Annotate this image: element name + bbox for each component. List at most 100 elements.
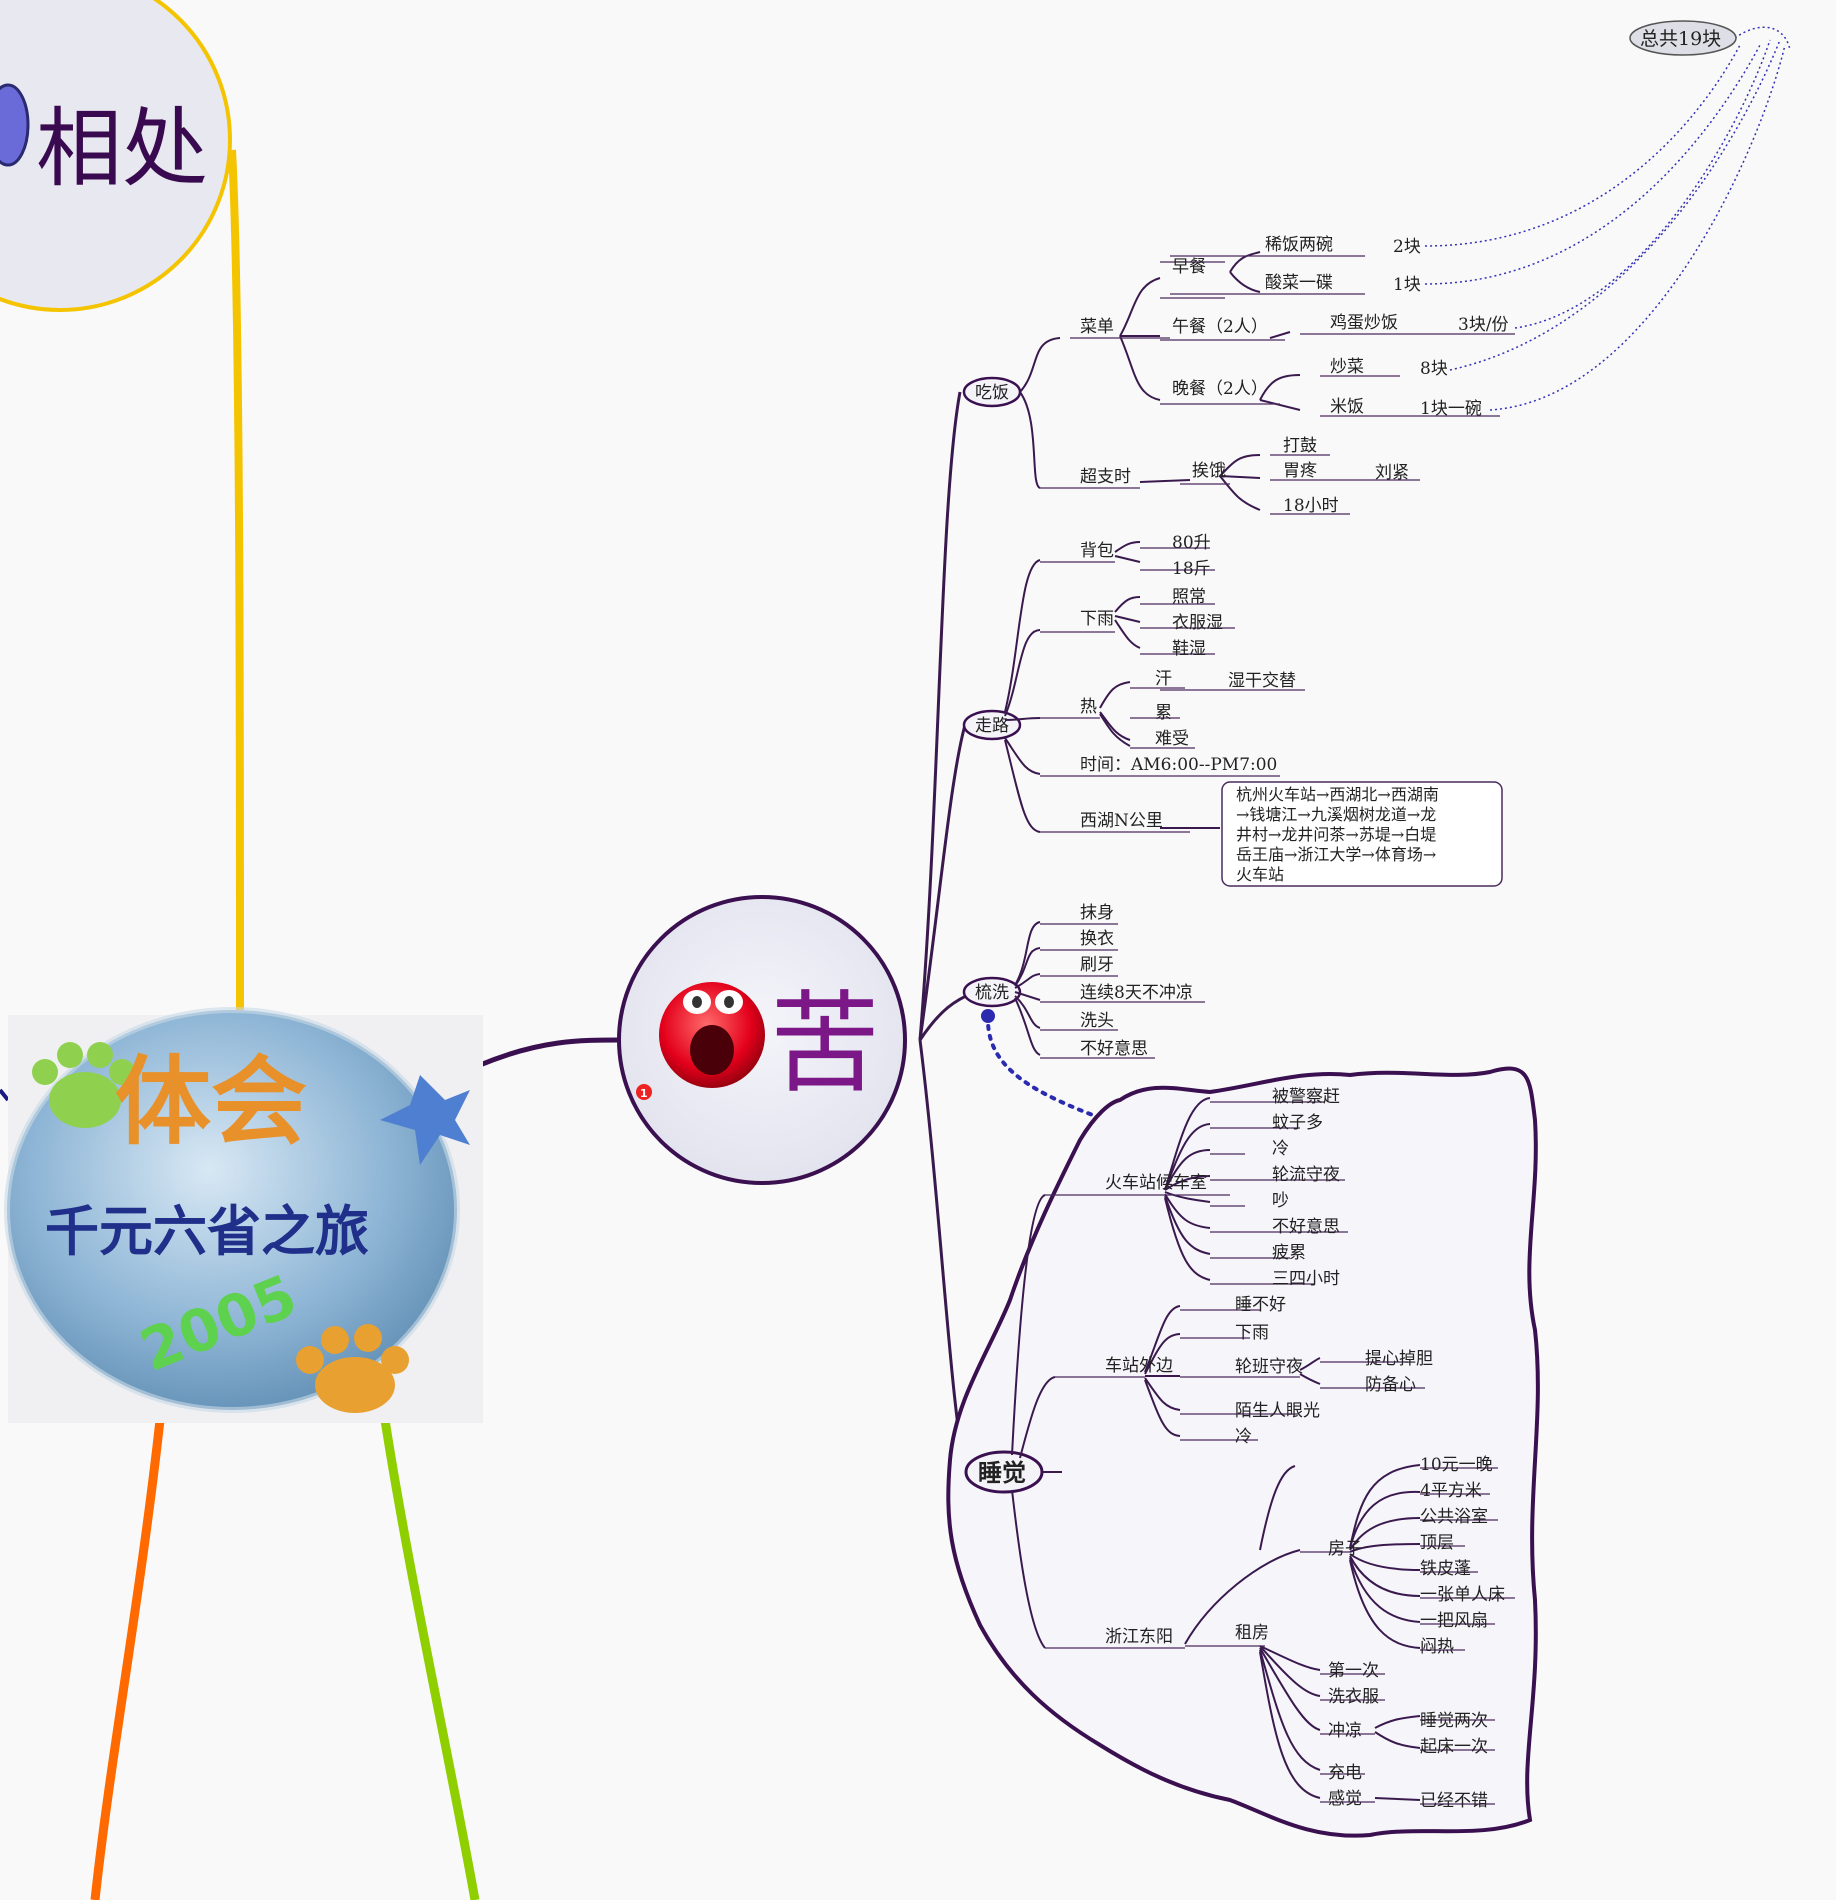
fangzi-item-2[interactable]: 4平方米 (1420, 1481, 1482, 1501)
category-zoulu-label: 走路 (975, 716, 1009, 736)
node-re[interactable]: 热 (1080, 697, 1097, 717)
node-liujin[interactable]: 刘紧 (1375, 463, 1409, 483)
route-line-1: 杭州火车站→西湖北→西湖南 (1236, 785, 1439, 804)
xiangchu-figure-icon (0, 83, 30, 167)
shuxi-item-1[interactable]: 抹身 (1080, 903, 1114, 923)
houche-item-3[interactable]: 冷 (1272, 1139, 1289, 1159)
node-yifushi[interactable]: 衣服湿 (1172, 613, 1223, 633)
node-chongdian[interactable]: 充电 (1328, 1763, 1362, 1783)
node-houche[interactable]: 火车站候车室 (1105, 1173, 1207, 1193)
node-sheng80[interactable]: 80升 (1172, 533, 1211, 553)
node-zaocan[interactable]: 早餐 (1172, 257, 1206, 277)
node-jidan[interactable]: 鸡蛋炒饭 (1330, 313, 1398, 333)
route-note-box[interactable]: 杭州火车站→西湖北→西湖南 →钱塘江→九溪烟树龙道→龙 井村→龙井问茶→苏堤→白… (1221, 781, 1503, 887)
node-mifan[interactable]: 米饭 (1330, 397, 1364, 417)
node-caidan[interactable]: 菜单 (1080, 317, 1114, 337)
total-node[interactable]: 总共19块 (1629, 20, 1737, 56)
fangzi-item-5[interactable]: 铁皮蓬 (1420, 1559, 1471, 1579)
shout-face-icon (659, 982, 765, 1088)
node-xihu[interactable]: 西湖N公里 (1080, 811, 1163, 831)
houche-item-6[interactable]: 不好意思 (1272, 1217, 1340, 1237)
node-lei[interactable]: 累 (1155, 703, 1172, 723)
category-shuxi[interactable]: 梳洗 (962, 976, 1022, 1008)
node-suancai[interactable]: 酸菜一碟 (1265, 273, 1333, 293)
node-chongliang[interactable]: 冲凉 (1328, 1721, 1362, 1741)
node-wucan[interactable]: 午餐（2人） (1172, 317, 1268, 337)
orange-paw-icon (296, 1324, 409, 1413)
houche-item-7[interactable]: 疲累 (1272, 1243, 1306, 1263)
logo-image: 体会 千元六省之旅 2005 (4, 1007, 483, 1423)
category-zoulu[interactable]: 走路 (962, 709, 1022, 741)
node-chaozhi[interactable]: 超支时 (1080, 467, 1131, 487)
node-dagu[interactable]: 打鼓 (1283, 436, 1317, 456)
shuxi-item-6[interactable]: 不好意思 (1080, 1039, 1148, 1059)
category-shuxi-label: 梳洗 (975, 983, 1009, 1003)
node-ganjue[interactable]: 感觉 (1328, 1789, 1362, 1809)
fangzi-item-4[interactable]: 顶层 (1420, 1533, 1454, 1553)
node-suancai-price[interactable]: 1块 (1393, 275, 1421, 295)
sleep-cloud-boundary (946, 1066, 1540, 1838)
node-chaocai[interactable]: 炒菜 (1330, 357, 1364, 377)
fangzi-item-8[interactable]: 闷热 (1420, 1637, 1454, 1657)
fangzi-item-6[interactable]: 一张单人床 (1420, 1585, 1505, 1605)
node-shigan[interactable]: 湿干交替 (1228, 671, 1296, 691)
node-mifan-price[interactable]: 1块一碗 (1420, 399, 1482, 419)
priority-badge (636, 1084, 652, 1100)
fangzi-item-3[interactable]: 公共浴室 (1420, 1507, 1488, 1527)
node-zufang[interactable]: 租房 (1235, 1623, 1269, 1643)
xiangchu-node[interactable] (0, 0, 232, 312)
green-paw-icon (32, 1042, 135, 1128)
houche-item-1[interactable]: 被警察赶 (1272, 1087, 1340, 1107)
node-xiayu-sleep[interactable]: 下雨 (1235, 1323, 1269, 1343)
shuxi-item-2[interactable]: 换衣 (1080, 929, 1114, 949)
node-waibian[interactable]: 车站外边 (1105, 1356, 1173, 1376)
node-qi1[interactable]: 起床一次 (1420, 1737, 1488, 1757)
node-han[interactable]: 汗 (1155, 669, 1172, 689)
houche-item-2[interactable]: 蚊子多 (1272, 1113, 1323, 1133)
node-tixin[interactable]: 提心掉胆 (1365, 1349, 1433, 1369)
priority-badge-number: 1 (640, 1087, 648, 1100)
node-jidan-price[interactable]: 3块/份 (1458, 315, 1509, 335)
shuxi-item-3[interactable]: 刷牙 (1080, 955, 1114, 975)
route-line-2: →钱塘江→九溪烟树龙道→龙 (1236, 805, 1436, 824)
orange-branch (90, 1419, 165, 1900)
node-zhaochang[interactable]: 照常 (1172, 587, 1206, 607)
node-wancan[interactable]: 晚餐（2人） (1172, 379, 1268, 399)
node-beibao[interactable]: 背包 (1080, 541, 1114, 561)
shuxi-item-4[interactable]: 连续8天不冲凉 (1080, 983, 1193, 1003)
node-xiayu[interactable]: 下雨 (1080, 609, 1114, 629)
logo-title: 体会 (115, 1046, 307, 1158)
node-xifan[interactable]: 稀饭两碗 (1265, 235, 1333, 255)
category-shuijiao-label: 睡觉 (978, 1458, 1026, 1487)
node-shijian[interactable]: 时间：AM6:00--PM7:00 (1080, 755, 1277, 775)
category-chifan[interactable]: 吃饭 (962, 376, 1022, 408)
node-aie[interactable]: 挨饿 (1192, 461, 1226, 481)
node-yijing[interactable]: 已经不错 (1420, 1791, 1488, 1811)
node-lunban[interactable]: 轮班守夜 (1235, 1357, 1303, 1377)
node-shui2[interactable]: 睡觉两次 (1420, 1711, 1488, 1731)
node-hours18[interactable]: 18小时 (1283, 496, 1339, 516)
houche-item-5[interactable]: 吵 (1272, 1191, 1289, 1211)
houche-item-8[interactable]: 三四小时 (1272, 1269, 1340, 1289)
node-dongyang[interactable]: 浙江东阳 (1105, 1627, 1173, 1647)
node-fangzi[interactable]: 房子 (1328, 1539, 1362, 1559)
category-shuijiao[interactable]: 睡觉 (964, 1450, 1044, 1494)
node-xieshi[interactable]: 鞋湿 (1172, 639, 1206, 659)
node-xifan-price[interactable]: 2块 (1393, 237, 1421, 257)
node-nanshou[interactable]: 难受 (1155, 729, 1189, 749)
node-mosheng[interactable]: 陌生人眼光 (1235, 1401, 1320, 1421)
fangzi-item-7[interactable]: 一把风扇 (1420, 1611, 1488, 1631)
node-weiteng[interactable]: 胃疼 (1283, 461, 1317, 481)
node-fangbei[interactable]: 防备心 (1365, 1375, 1416, 1395)
category-chifan-label: 吃饭 (975, 383, 1009, 403)
node-chaocai-price[interactable]: 8块 (1420, 359, 1448, 379)
node-jin18[interactable]: 18斤 (1172, 559, 1211, 579)
houche-item-4[interactable]: 轮流守夜 (1272, 1165, 1340, 1185)
node-xiyifu[interactable]: 洗衣服 (1328, 1687, 1379, 1707)
fangzi-item-1[interactable]: 10元一晚 (1420, 1455, 1493, 1475)
node-leng-sleep[interactable]: 冷 (1235, 1427, 1252, 1447)
shuxi-item-5[interactable]: 洗头 (1080, 1011, 1114, 1031)
node-shuibuhao[interactable]: 睡不好 (1235, 1295, 1286, 1315)
node-diyici[interactable]: 第一次 (1328, 1661, 1379, 1681)
route-line-3: 井村→龙井问茶→苏堤→白堤 (1236, 825, 1436, 844)
